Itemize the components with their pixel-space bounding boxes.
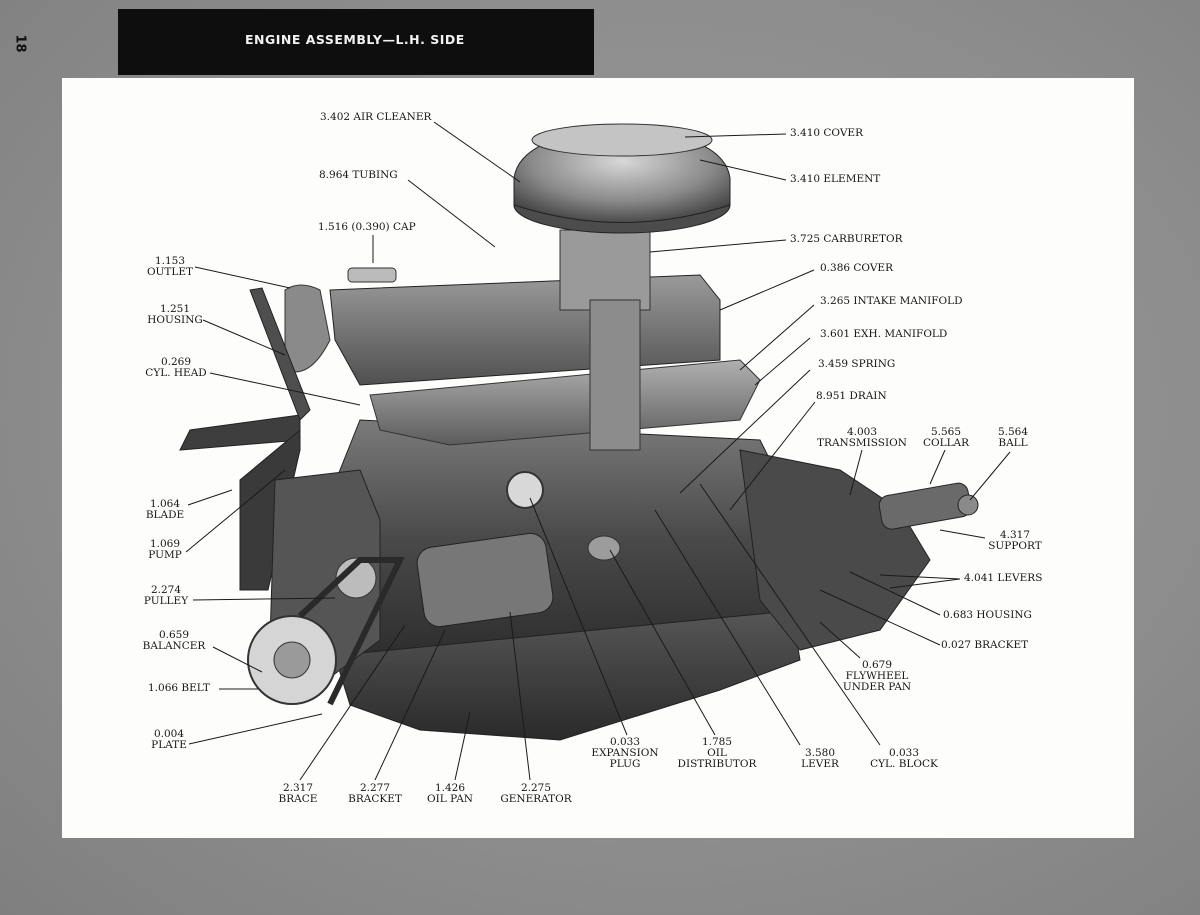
page-title: ENGINE ASSEMBLY—L.H. SIDE — [245, 32, 465, 47]
label-outlet: 1.153 OUTLET — [140, 256, 200, 278]
label-flywheel: 0.679 FLYWHEEL UNDER PAN — [838, 660, 916, 693]
label-pulley: 2.274 PULLEY — [136, 585, 196, 607]
plate-number: 0.004 — [153, 728, 185, 740]
label-carburetor: 3.725 CARBURETOR — [790, 233, 903, 245]
label-cover-410: 3.410 COVER — [790, 127, 864, 139]
label-oil-pan: 1.426 OIL PAN — [420, 783, 480, 805]
oil-pan-number: 1.426 — [434, 782, 466, 794]
label-pump: 1.069 PUMP — [140, 539, 190, 561]
plate-text: PLATE — [151, 739, 187, 751]
label-tubing: 8.964 TUBING — [319, 169, 398, 181]
header-bar — [118, 9, 594, 75]
label-bracket-027: 0.027 BRACKET — [941, 639, 1029, 651]
ball-number: 5.564 — [997, 426, 1029, 438]
under-pan-text: UNDER PAN — [842, 681, 912, 693]
manifold-shape — [369, 359, 761, 446]
expansion-text: EXPANSION — [591, 747, 659, 759]
pulley-number: 2.274 — [150, 584, 182, 596]
outlet-text: OUTLET — [146, 266, 194, 278]
lever-number: 3.580 — [804, 747, 836, 759]
flywheel-text: FLYWHEEL — [845, 670, 909, 682]
label-generator: 2.275 GENERATOR — [496, 783, 576, 805]
carburetor-shape — [559, 229, 651, 311]
balancer-hub — [273, 641, 311, 679]
balancer-text: BALANCER — [142, 640, 206, 652]
collar-number: 5.565 — [930, 426, 962, 438]
label-spring: 3.459 SPRING — [818, 358, 896, 370]
label-belt: 1.066 BELT — [148, 682, 210, 694]
air-cleaner-top — [531, 123, 713, 157]
lever-text: LEVER — [801, 758, 839, 770]
oil-distributor-shape — [587, 535, 621, 561]
label-ball: 5.564 BALL — [990, 427, 1036, 449]
label-intake-manifold: 3.265 INTAKE MANIFOLD — [820, 295, 963, 307]
leader-lines — [185, 121, 1011, 781]
label-expansion-plug: 0.033 EXPANSION PLUG — [585, 737, 665, 770]
label-bracket: 2.277 BRACKET — [342, 783, 408, 805]
label-cover-386: 0.386 COVER — [820, 262, 894, 274]
cyl-head-number: 0.269 — [160, 356, 192, 368]
label-collar: 5.565 COLLAR — [918, 427, 974, 449]
label-transmission: 4.003 TRANSMISSION — [816, 427, 908, 449]
housing-text: HOUSING — [147, 314, 203, 326]
label-element: 3.410 ELEMENT — [790, 173, 881, 185]
label-blade: 1.064 BLADE — [140, 499, 190, 521]
pump-number: 1.069 — [149, 538, 181, 550]
distributor-text: DISTRIBUTOR — [677, 758, 757, 770]
label-lever: 3.580 LEVER — [795, 748, 845, 770]
label-plate: 0.004 PLATE — [144, 729, 194, 751]
pulley-shape — [335, 557, 377, 599]
blade-number: 1.064 — [149, 498, 181, 510]
support-text: SUPPORT — [988, 540, 1042, 552]
generator-number: 2.275 — [520, 782, 552, 794]
brace-text: BRACE — [278, 793, 318, 805]
label-housing: 1.251 HOUSING — [140, 304, 210, 326]
generator-shape — [416, 532, 554, 628]
cyl-head-text: CYL. HEAD — [145, 367, 207, 379]
label-cap: 1.516 (0.390) CAP — [318, 221, 416, 233]
oil-distributor-number: 1.785 — [701, 736, 733, 748]
label-housing-683: 0.683 HOUSING — [943, 609, 1032, 621]
pump-text: PUMP — [148, 549, 182, 561]
label-brace: 2.317 BRACE — [273, 783, 323, 805]
support-number: 4.317 — [999, 529, 1031, 541]
label-exh-manifold: 3.601 EXH. MANIFOLD — [820, 328, 948, 340]
oil-text: OIL — [707, 747, 727, 759]
transmission-text: TRANSMISSION — [817, 437, 907, 449]
bracket-text: BRACKET — [348, 793, 402, 805]
housing-number: 1.251 — [159, 303, 191, 315]
label-oil-distributor: 1.785 OIL DISTRIBUTOR — [672, 737, 762, 770]
ball-text: BALL — [998, 437, 1028, 449]
radiator-cap-shape — [347, 267, 397, 283]
fan-blade-shape-3 — [249, 287, 311, 421]
label-cyl-block: 0.033 CYL. BLOCK — [862, 748, 946, 770]
label-balancer: 0.659 BALANCER — [134, 630, 214, 652]
label-levers: 4.041 LEVERS — [964, 572, 1043, 584]
brace-number: 2.317 — [282, 782, 314, 794]
flywheel-number: 0.679 — [861, 659, 893, 671]
water-outlet-shape — [284, 284, 331, 373]
label-air-cleaner: 3.402 AIR CLEANER — [320, 111, 432, 123]
transmission-number: 4.003 — [846, 426, 878, 438]
carburetor-riser — [589, 299, 641, 451]
expansion-number: 0.033 — [609, 736, 641, 748]
expansion-plug-shape — [506, 471, 544, 509]
bracket-number: 2.277 — [359, 782, 391, 794]
label-support: 4.317 SUPPORT — [985, 530, 1045, 552]
label-cyl-head: 0.269 CYL. HEAD — [138, 357, 214, 379]
cyl-block-number: 0.033 — [888, 747, 920, 759]
plug-text: PLUG — [609, 758, 641, 770]
ball-shape — [957, 494, 979, 516]
belt-shape — [297, 557, 405, 706]
cyl-block-text: CYL. BLOCK — [870, 758, 938, 770]
oil-pan-text: OIL PAN — [427, 793, 473, 805]
blade-text: BLADE — [145, 509, 185, 521]
generator-text: GENERATOR — [500, 793, 572, 805]
outlet-number: 1.153 — [154, 255, 186, 267]
pulley-text: PULLEY — [143, 595, 189, 607]
collar-text: COLLAR — [922, 437, 970, 449]
label-drain: 8.951 DRAIN — [816, 390, 887, 402]
balancer-number: 0.659 — [158, 629, 190, 641]
